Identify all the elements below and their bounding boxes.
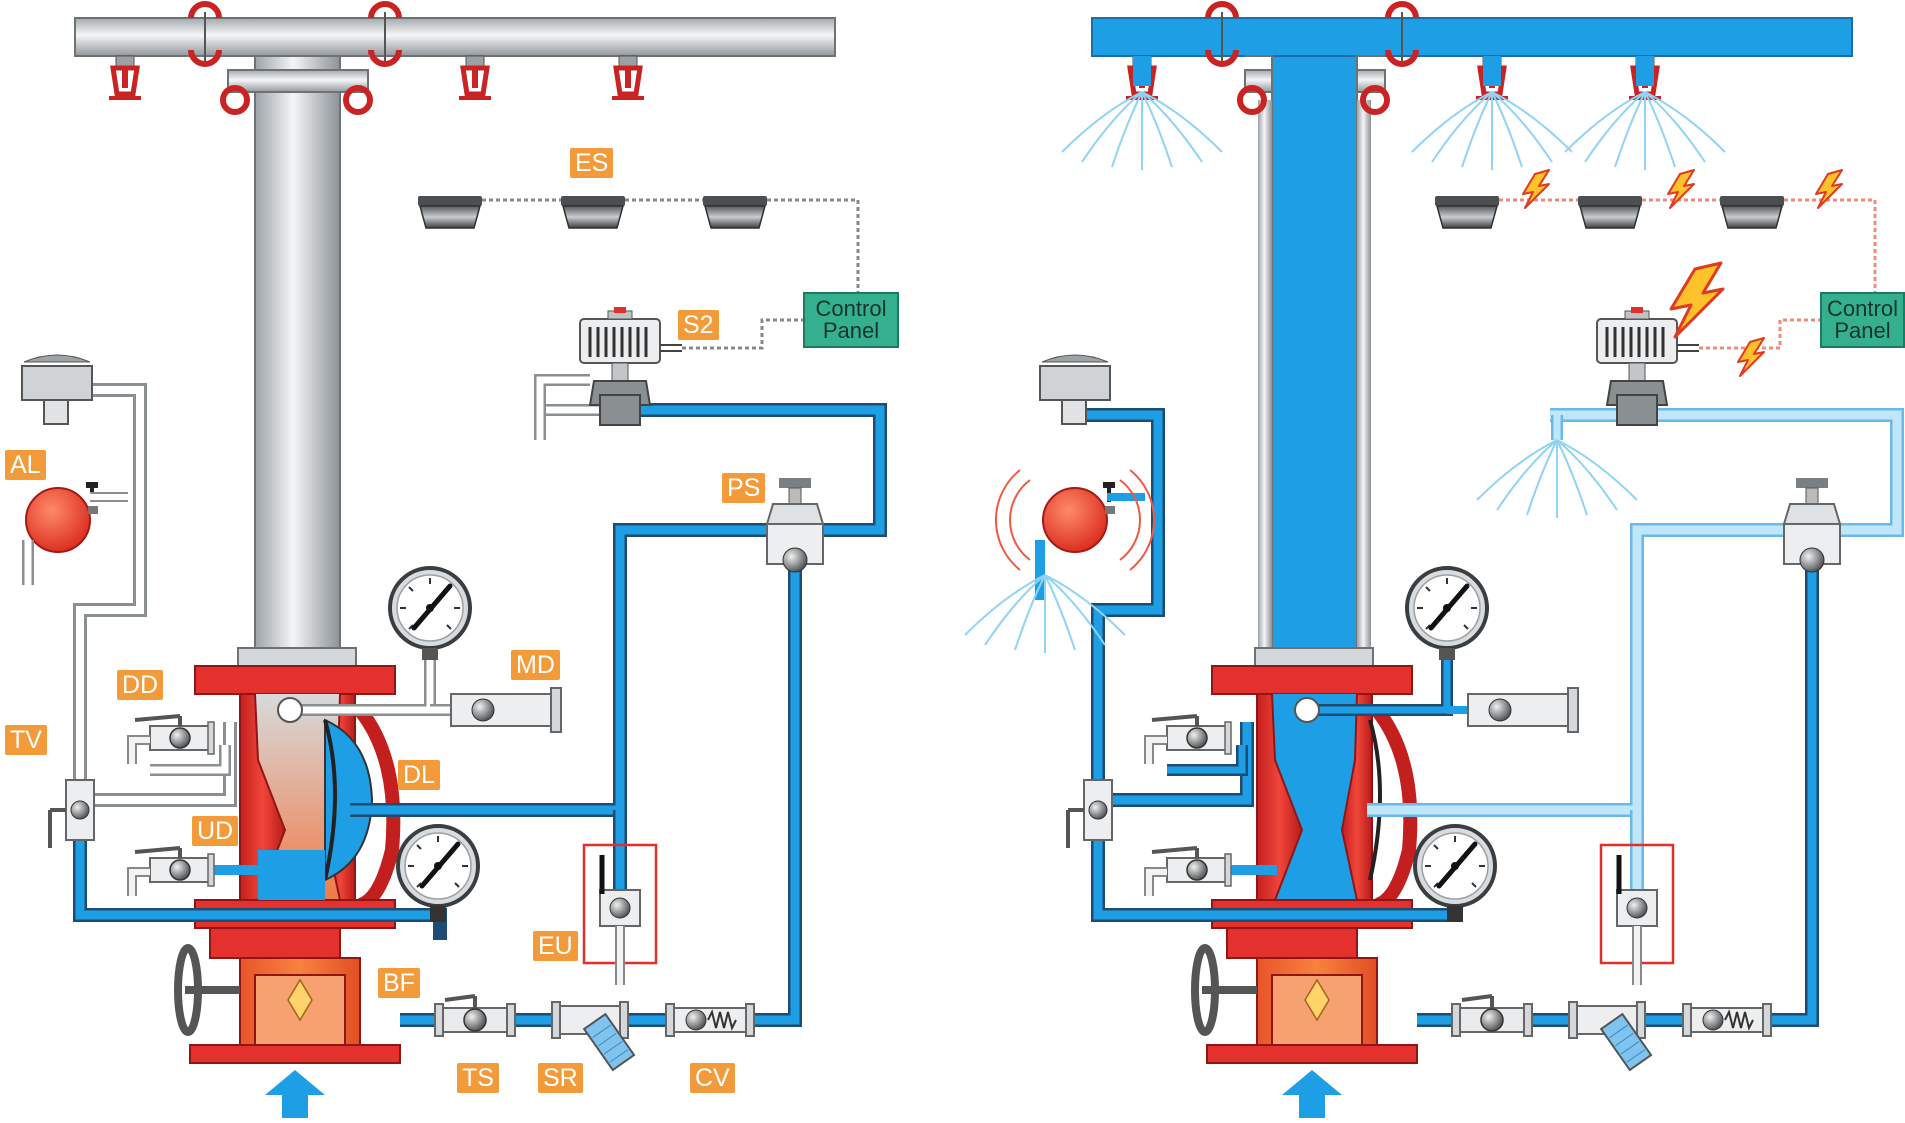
right-alarm-switch — [1039, 365, 1111, 401]
right-electric-spark-icon-3 — [1815, 169, 1843, 209]
left-tv-valve — [48, 779, 95, 848]
right-ud-valve — [1149, 848, 1231, 896]
right-diagram — [964, 4, 1904, 1118]
left-smoke-detector-icon-3 — [702, 195, 768, 229]
left-sprinkler-icon-2 — [459, 56, 491, 98]
right-spray-3 — [1564, 91, 1726, 171]
right-tv-valve — [1066, 779, 1113, 848]
right-strainer — [1568, 1001, 1653, 1071]
right-electric-spark-icon-4 — [1669, 261, 1725, 339]
left-inlet-arrow-icon — [265, 1070, 325, 1118]
left-ts-valve — [433, 994, 517, 1038]
right-alarm-bell-icon — [1041, 480, 1117, 554]
left-sprinkler-icon-3 — [612, 56, 644, 98]
label-al: AL — [5, 450, 46, 480]
right-upper-pressure-gauge-icon — [1407, 568, 1487, 648]
right-control-panel: Control Panel — [1820, 292, 1905, 348]
label-es: ES — [570, 148, 614, 178]
left-valve-flange-top — [194, 665, 396, 695]
label-ud: UD — [192, 816, 239, 846]
left-control-panel-line-2: Panel — [822, 318, 880, 343]
label-tv: TV — [5, 725, 47, 755]
left-alarm-bell-icon — [24, 480, 100, 554]
left-upper-pressure-gauge-icon — [390, 568, 470, 648]
label-s2: S2 — [678, 310, 719, 340]
right-gate-valve-wheel-icon — [1191, 944, 1257, 1036]
label-md: MD — [511, 650, 560, 680]
left-lower-pressure-gauge-icon — [398, 826, 478, 906]
right-spray-2 — [1411, 91, 1573, 171]
right-control-panel-line-2: Panel — [1834, 318, 1891, 343]
right-control-panel-line-1: Control — [1827, 296, 1898, 321]
label-ps: PS — [722, 473, 766, 503]
right-check-valve — [1682, 1003, 1772, 1037]
label-bf: BF — [378, 968, 420, 998]
left-diagram — [21, 4, 887, 1118]
right-electric-spark-icon-1 — [1522, 169, 1550, 209]
left-sprinkler-icon-1 — [109, 56, 141, 98]
right-spray-1 — [1061, 91, 1223, 171]
label-sr: SR — [538, 1063, 583, 1093]
left-control-panel-line-1: Control — [815, 296, 887, 321]
label-eu: EU — [533, 931, 578, 961]
right-ts-valve — [1450, 994, 1534, 1038]
left-smoke-detector-icon-2 — [560, 195, 626, 229]
left-check-valve — [665, 1003, 755, 1037]
label-dd: DD — [117, 670, 164, 700]
left-gate-valve-wheel-icon — [174, 944, 240, 1036]
left-riser — [254, 55, 341, 667]
left-md-device — [450, 687, 562, 733]
left-alarm-switch — [21, 365, 93, 401]
label-dl: DL — [398, 760, 440, 790]
left-smoke-detector-icon-1 — [417, 195, 483, 229]
right-inlet-arrow-icon — [1282, 1070, 1342, 1118]
right-alarm-ring-waves — [994, 469, 1156, 571]
right-electric-spark-icon-2 — [1667, 169, 1695, 209]
right-smoke-detector-icon-2 — [1577, 195, 1643, 229]
right-smoke-detector-icon-1 — [1434, 195, 1500, 229]
left-ud-valve — [132, 848, 214, 896]
right-lower-pressure-gauge-icon — [1415, 826, 1495, 906]
left-strainer — [551, 1001, 636, 1071]
left-control-panel: Control Panel — [803, 292, 899, 348]
label-cv: CV — [690, 1063, 735, 1093]
right-s2-discharge-spray — [1476, 439, 1638, 519]
left-solenoid-valve-icon — [578, 305, 684, 407]
left-dd-valve — [132, 716, 214, 764]
right-riser — [1271, 55, 1358, 667]
label-ts: TS — [457, 1063, 499, 1093]
right-md-device — [1467, 687, 1579, 733]
right-dd-valve — [1149, 716, 1231, 764]
left-header-pipe — [74, 17, 836, 57]
right-electric-spark-icon-5 — [1737, 337, 1765, 377]
right-header-pipe — [1091, 17, 1853, 57]
right-smoke-detector-icon-3 — [1719, 195, 1785, 229]
